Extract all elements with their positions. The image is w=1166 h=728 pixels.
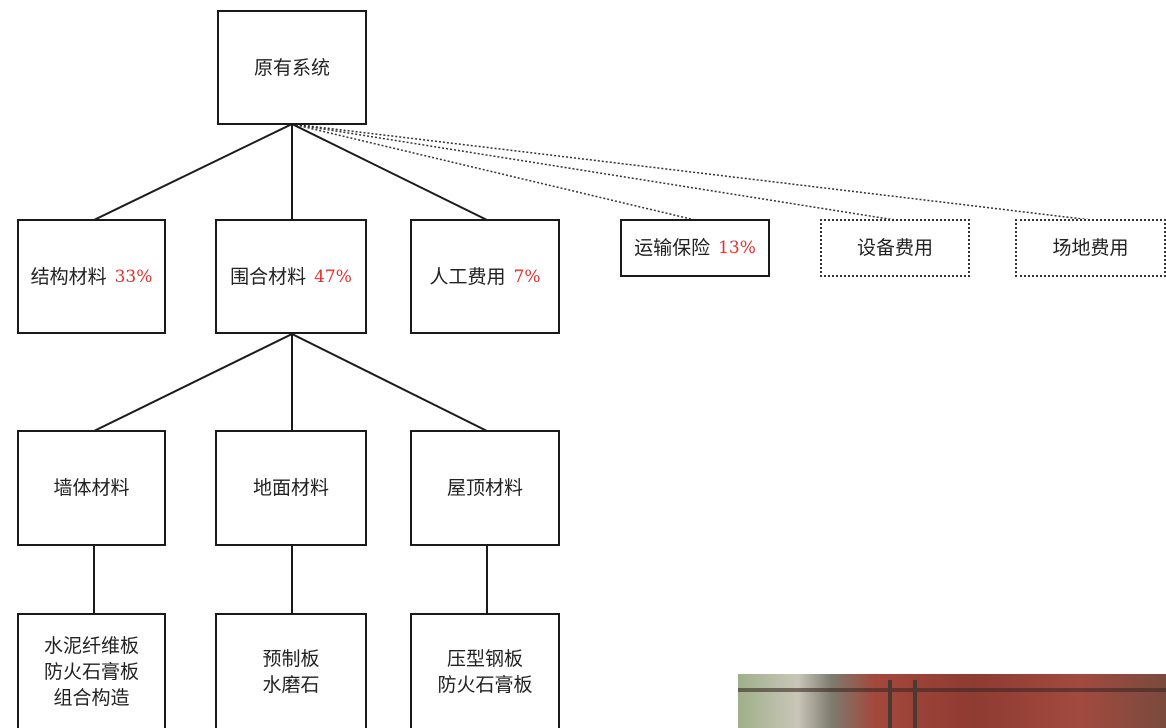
node-floor-detail: 预制板 水磨石 xyxy=(215,613,367,728)
node-label: 运输保险 xyxy=(634,237,711,259)
percent-badge: 7% xyxy=(513,266,541,287)
node-label: 墙体材料 xyxy=(53,477,130,499)
node-enclosure-materials: 围合材料 47% xyxy=(215,219,367,334)
edge-root-site xyxy=(291,123,1092,221)
node-label: 设备费用 xyxy=(856,237,933,259)
edge-root-structural xyxy=(93,123,293,221)
node-label: 屋顶材料 xyxy=(446,477,523,499)
edge-root-equipment xyxy=(291,123,896,221)
detail-line: 防火石膏板 xyxy=(437,673,533,696)
node-label: 结构材料 xyxy=(30,265,107,288)
node-wall-detail: 水泥纤维板 防火石膏板 组合构造 xyxy=(17,613,166,728)
detail-line: 预制板 xyxy=(262,647,320,670)
root-node: 原有系统 xyxy=(217,10,367,125)
detail-line: 组合构造 xyxy=(53,686,130,709)
node-structural-materials: 结构材料 33% xyxy=(17,219,166,334)
edge-root-transport xyxy=(291,123,696,221)
node-equipment-cost: 设备费用 xyxy=(820,219,970,277)
percent-badge: 47% xyxy=(314,266,352,287)
node-roof-detail: 压型钢板 防火石膏板 xyxy=(410,613,560,728)
percent-badge: 13% xyxy=(718,238,756,258)
detail-line: 防火石膏板 xyxy=(43,660,139,683)
edge-enclosure-wall xyxy=(93,333,293,432)
detail-line: 水泥纤维板 xyxy=(43,634,139,657)
photo-rail-post xyxy=(913,680,917,728)
node-transport-insurance: 运输保险 13% xyxy=(620,219,770,277)
photo-rail-bar xyxy=(738,688,1166,692)
node-labor-cost: 人工费用 7% xyxy=(410,219,560,334)
photo-thumbnail xyxy=(738,674,1166,728)
node-roof-materials: 屋顶材料 xyxy=(410,430,560,546)
root-label: 原有系统 xyxy=(253,56,330,79)
edge-enclosure-roof xyxy=(291,333,488,432)
node-label: 人工费用 xyxy=(429,265,506,288)
edge-root-labor xyxy=(291,123,488,221)
node-label: 地面材料 xyxy=(252,477,329,499)
photo-rail-post xyxy=(888,680,892,728)
node-floor-materials: 地面材料 xyxy=(215,430,367,546)
detail-line: 压型钢板 xyxy=(446,647,523,670)
node-site-cost: 场地费用 xyxy=(1015,219,1166,277)
node-label: 场地费用 xyxy=(1052,237,1129,259)
percent-badge: 33% xyxy=(114,266,153,287)
node-wall-materials: 墙体材料 xyxy=(17,430,166,546)
detail-line: 水磨石 xyxy=(262,673,320,696)
node-label: 围合材料 xyxy=(230,265,307,288)
